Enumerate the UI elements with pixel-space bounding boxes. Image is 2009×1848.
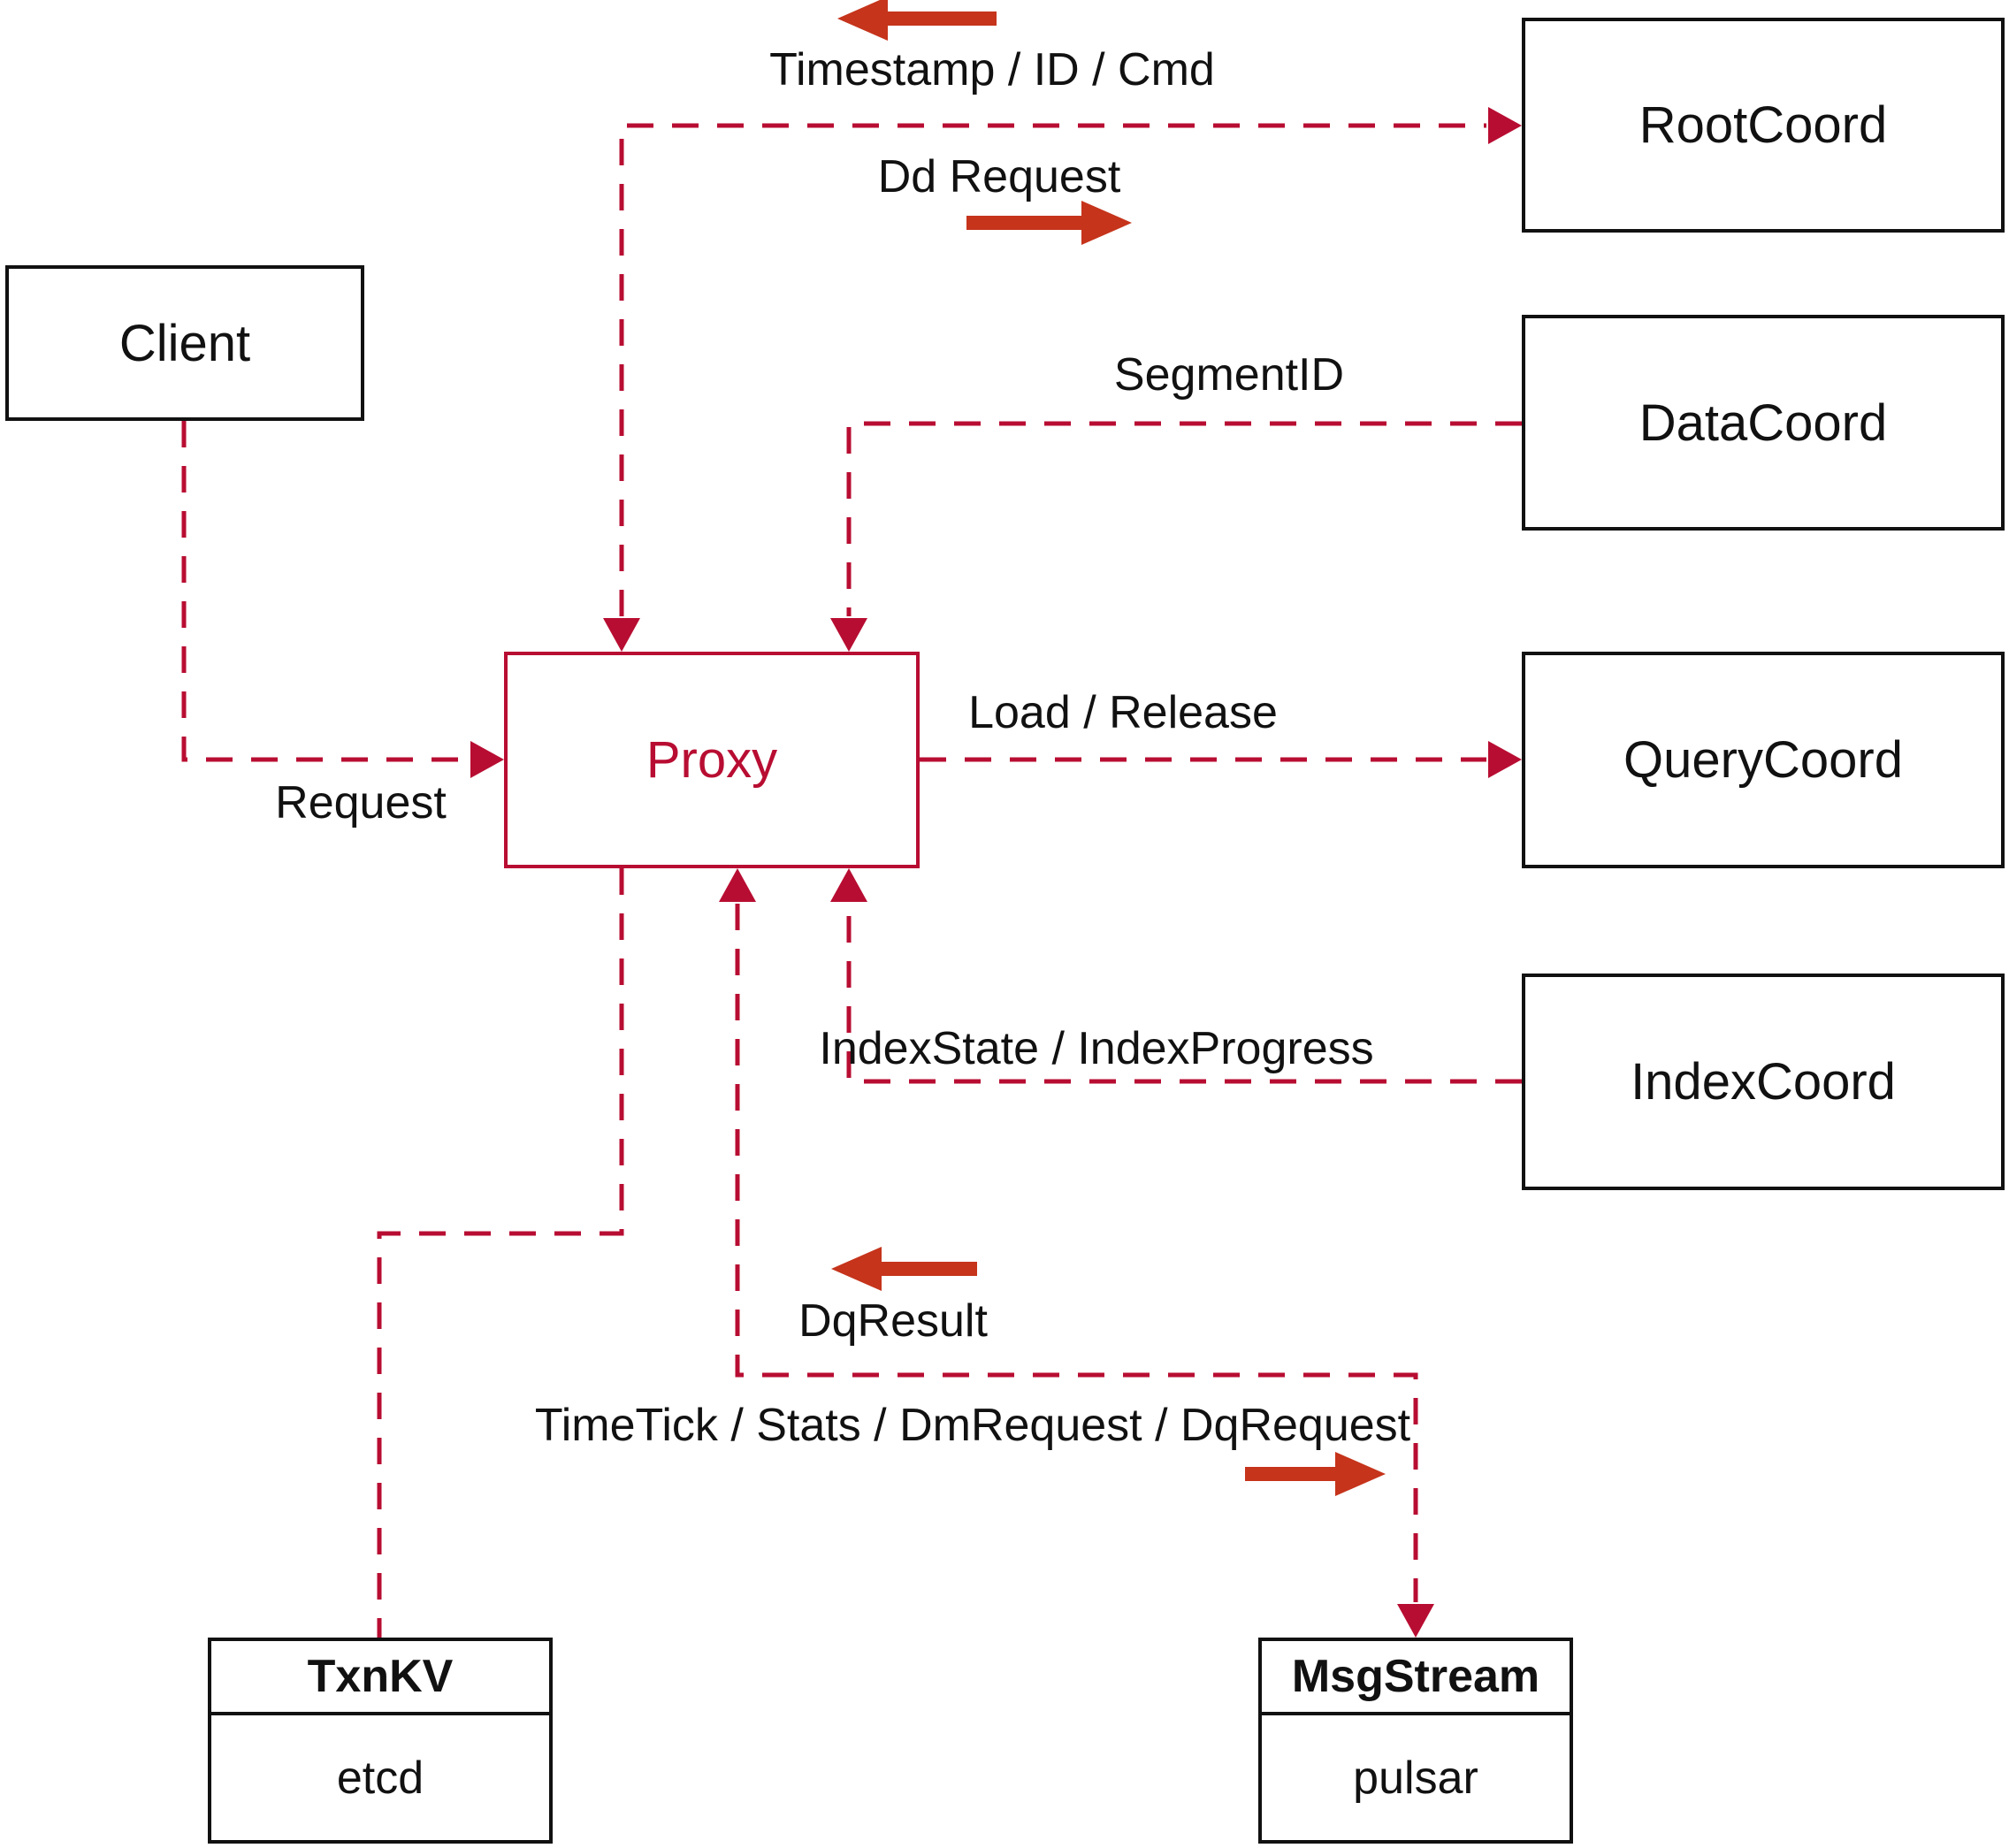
edge-label-request: Request [275,777,447,829]
node-indexcoord-label: IndexCoord [1631,1053,1896,1111]
node-msgstream: MsgStream pulsar [1258,1638,1573,1844]
dqresult-left-arrow-icon [831,1247,977,1291]
msgstream-edge-stream-arrowhead [1397,1604,1434,1638]
msgstream-edge [735,904,1418,1602]
node-rootcoord: RootCoord [1522,18,2005,233]
segmentid-edge [846,421,1522,616]
rootcoord-edge-root-arrowhead [1488,107,1522,144]
edge-label-dqresult: DqResult [798,1295,988,1347]
node-querycoord: QueryCoord [1522,652,2005,868]
edge-label-indexstate: IndexState / IndexProgress [819,1023,1374,1074]
node-querycoord-label: QueryCoord [1623,731,1903,789]
load-release-arrowhead [1488,741,1522,778]
edge-label-segmentid: SegmentID [1113,349,1345,401]
node-txnkv-title: TxnKV [211,1641,549,1715]
request-edge [181,421,469,762]
dd-request-right-arrow-icon [966,201,1132,245]
edge-label-load-release: Load / Release [968,687,1278,738]
node-txnkv-value: etcd [336,1752,424,1804]
node-datacoord: DataCoord [1522,315,2005,531]
timetick-right-arrow-icon [1245,1452,1386,1496]
edge-label-timestamp: Timestamp / ID / Cmd [769,44,1215,95]
node-indexcoord: IndexCoord [1522,974,2005,1190]
request-arrowhead [470,741,504,778]
node-rootcoord-label: RootCoord [1639,96,1888,154]
segmentid-arrowhead [830,618,867,652]
node-txnkv: TxnKV etcd [208,1638,553,1844]
node-msgstream-title: MsgStream [1262,1641,1570,1715]
indexstate-edge [846,904,1522,1084]
msgstream-edge-proxy-arrowhead [719,868,756,902]
node-msgstream-value: pulsar [1353,1752,1478,1804]
node-client-label: Client [118,314,251,372]
node-proxy-label: Proxy [645,731,778,789]
node-datacoord-label: DataCoord [1639,393,1888,452]
indexstate-arrowhead [830,868,867,902]
node-client: Client [5,265,364,421]
node-proxy: Proxy [504,652,920,868]
rootcoord-edge-proxy-arrowhead [603,618,640,652]
txnkv-edge [377,868,624,1638]
edge-label-dd-request: Dd Request [877,151,1121,202]
timestamp-left-arrow-icon [837,0,997,41]
edge-label-timetick: TimeTick / Stats / DmRequest / DqRequest [534,1400,1411,1451]
